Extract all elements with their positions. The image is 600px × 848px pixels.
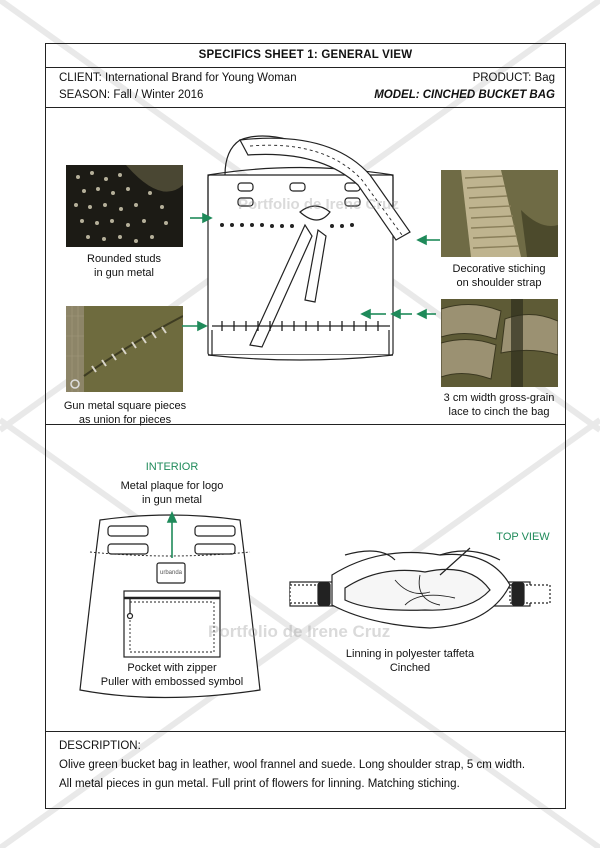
- watermark-text-bottom: Portfolio de Irene Cruz: [208, 622, 391, 641]
- season-text: SEASON: Fall / Winter 2016: [59, 89, 204, 101]
- product-text: PRODUCT: Bag: [472, 72, 555, 84]
- square-pieces-photo: [66, 306, 183, 392]
- client-text: CLIENT: International Brand for Young Wo…: [59, 72, 297, 84]
- interior-heading: INTERIOR: [145, 461, 199, 473]
- model-text: MODEL: CINCHED BUCKET BAG: [374, 89, 555, 101]
- description-line-1: Olive green bucket bag in leather, wool …: [59, 759, 526, 771]
- plaque-logo-text: urbanda: [159, 570, 183, 576]
- studs-photo: [66, 165, 183, 247]
- spec-sheet: SPECIFICS SHEET 1: GENERAL VIEW CLIENT: …: [45, 43, 566, 809]
- top-view-heading: TOP VIEW: [496, 531, 550, 543]
- description-heading: DESCRIPTION:: [59, 740, 141, 752]
- section-divider: [46, 424, 565, 425]
- shoulder-strap-photo: [441, 170, 558, 257]
- description-section: DESCRIPTION: Olive green bucket bag in l…: [46, 731, 565, 790]
- description-line-2: All metal pieces in gun metal. Full prin…: [59, 778, 460, 790]
- sheet-title: SPECIFICS SHEET 1: GENERAL VIEW: [46, 44, 565, 68]
- watermark-text-top: Portfolio de Irene Cruz: [238, 196, 399, 213]
- gros-grain-lace-photo: [441, 299, 558, 387]
- info-row: CLIENT: International Brand for Young Wo…: [46, 67, 565, 108]
